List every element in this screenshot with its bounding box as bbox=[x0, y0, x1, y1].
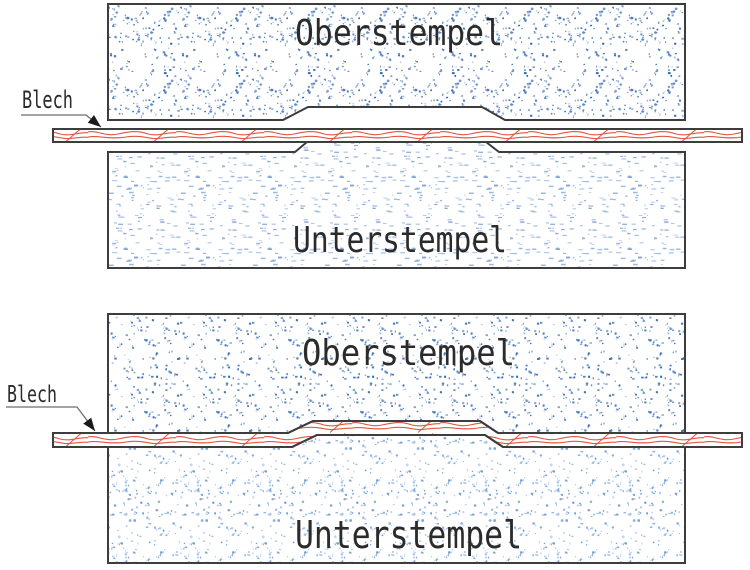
upper-punch-label: Oberstempel bbox=[302, 333, 515, 374]
sheet-shape bbox=[52, 420, 743, 448]
sheet-leader-line bbox=[21, 114, 102, 128]
upper-punch-shape bbox=[107, 3, 686, 121]
sheet-shape bbox=[52, 128, 743, 143]
sheet-label: Blech bbox=[7, 382, 57, 408]
sheet-leader-line bbox=[6, 406, 96, 432]
lower-punch-label: Unterstempel bbox=[293, 220, 507, 261]
upper-punch-label: Oberstempel bbox=[295, 13, 503, 54]
lower-punch-shape bbox=[107, 141, 686, 269]
sheet-label: Blech bbox=[22, 86, 73, 114]
lower-punch-label: Unterstempel bbox=[295, 513, 522, 557]
